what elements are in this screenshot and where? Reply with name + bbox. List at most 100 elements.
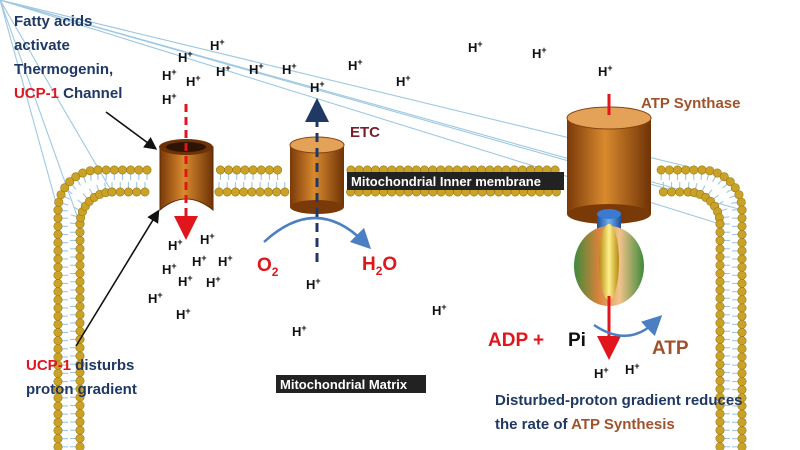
lipid-head-outer-120 — [730, 183, 740, 193]
lipid-head-outer-29 — [53, 213, 63, 223]
fatty-acids-line-4: UCP-1 Channel — [14, 85, 122, 102]
lipid-head-inner-57 — [263, 187, 273, 197]
proton-label: H+ — [310, 79, 325, 95]
proton-plus: + — [603, 365, 608, 375]
lipid-head-outer-5 — [53, 409, 63, 419]
lipid-head-outer-130 — [737, 254, 747, 264]
lipid-head-outer-17 — [53, 311, 63, 321]
o2-label: O2 — [257, 255, 279, 279]
lipid-head-outer-124 — [737, 205, 747, 215]
lipid-head-outer-141 — [737, 344, 747, 354]
lipid-head-inner-39 — [115, 187, 125, 197]
lipid-head-inner-105 — [658, 187, 668, 197]
proton-h: H — [532, 46, 541, 61]
proton-plus: + — [171, 67, 176, 77]
lipid-head-inner-27 — [75, 227, 85, 237]
proton-plus: + — [171, 91, 176, 101]
lipid-head-outer-135 — [737, 295, 747, 305]
lipid-head-outer-139 — [737, 327, 747, 337]
proton-plus: + — [357, 57, 362, 67]
lipid-head-inner-25 — [75, 244, 85, 254]
proton-label: H+ — [594, 365, 609, 381]
proton-label: H+ — [186, 73, 201, 89]
lipid-head-inner-2 — [75, 433, 85, 443]
lipid-head-outer-122 — [736, 197, 746, 207]
lipid-head-outer-55 — [215, 165, 225, 175]
lipid-head-outer-56 — [224, 165, 234, 175]
proton-h: H — [210, 38, 219, 53]
lipid-head-outer-118 — [719, 172, 729, 182]
lipid-head-inner-125 — [715, 277, 725, 287]
lipid-head-inner-144 — [715, 433, 725, 443]
proton-h: H — [249, 62, 258, 77]
matrix-label-box — [276, 375, 426, 393]
proton-label: H+ — [292, 323, 307, 339]
proton-plus: + — [215, 274, 220, 284]
adp-to-atp-arrow — [593, 315, 663, 338]
proton-label: H+ — [249, 61, 264, 77]
channel-term: Channel — [59, 85, 122, 102]
lipid-head-outer-25 — [53, 246, 63, 256]
lipid-head-outer-137 — [737, 311, 747, 321]
h2o-o: O — [382, 254, 397, 275]
lipid-head-inner-58 — [272, 187, 282, 197]
lipid-head-outer-128 — [737, 238, 747, 248]
adp-label: ADP + — [488, 330, 544, 351]
lipid-head-outer-140 — [737, 336, 747, 346]
lipid-head-outer-37 — [78, 168, 88, 178]
proton-label: H+ — [625, 361, 640, 377]
proton-h: H — [162, 92, 171, 107]
lipid-head-outer-1 — [53, 442, 63, 450]
atp-synthase — [566, 106, 652, 306]
lipid-head-outer-153 — [737, 442, 747, 450]
proton-label: H+ — [206, 274, 221, 290]
proton-label: H+ — [306, 276, 321, 292]
ucp1-term: UCP-1 — [14, 85, 59, 102]
lipid-head-inner-20 — [75, 285, 85, 295]
lipid-head-outer-41 — [101, 165, 111, 175]
h2o-sub: 2 — [376, 264, 383, 278]
lipid-head-inner-128 — [715, 301, 725, 311]
lipid-head-outer-132 — [737, 270, 747, 280]
bottom-line-2: the rate of ATP Synthesis — [495, 416, 675, 433]
lipid-head-outer-31 — [53, 205, 63, 215]
lipid-head-outer-111 — [673, 165, 683, 175]
lipid-head-outer-112 — [681, 165, 691, 175]
proton-plus: + — [187, 273, 192, 283]
proton-plus: + — [441, 302, 446, 312]
proton-plus: + — [171, 261, 176, 271]
proton-h: H — [216, 64, 225, 79]
proton-label: H+ — [192, 253, 207, 269]
arrows — [75, 94, 663, 360]
lipid-head-inner-106 — [667, 187, 677, 197]
proton-h: H — [162, 262, 171, 277]
proton-h: H — [598, 64, 607, 79]
lipid-head-outer-4 — [53, 417, 63, 427]
lipid-head-inner-142 — [715, 417, 725, 427]
proton-h: H — [396, 74, 405, 89]
proton-set: H+H+H+H+H+H+H+H+H+H+H+H+H+H+H+H+H+H+H+H+… — [148, 37, 640, 381]
proton-h: H — [200, 232, 209, 247]
lipid-head-outer-126 — [737, 221, 747, 231]
lipid-head-inner-3 — [75, 425, 85, 435]
lipid-head-inner-6 — [75, 400, 85, 410]
lipid-head-inner-126 — [715, 285, 725, 295]
lipid-head-inner-54 — [239, 187, 249, 197]
lipid-head-outer-15 — [53, 327, 63, 337]
lipid-head-outer-23 — [53, 262, 63, 272]
lipid-head-outer-38 — [85, 166, 95, 176]
proton-h: H — [594, 366, 603, 381]
proton-plus: + — [301, 323, 306, 333]
o2-sub: 2 — [272, 265, 279, 279]
lipid-head-inner-59 — [280, 187, 290, 197]
proton-plus: + — [225, 63, 230, 73]
lipid-head-inner-145 — [715, 442, 725, 450]
proton-label: H+ — [396, 73, 411, 89]
lipid-head-inner-134 — [715, 351, 725, 361]
fatty-acids-line-1: Fatty acids — [14, 13, 92, 30]
fatty-acids-line-2: activate — [14, 37, 70, 54]
lipid-head-inner-18 — [75, 301, 85, 311]
lipid-head-inner-1 — [75, 442, 85, 450]
proton-plus: + — [405, 73, 410, 83]
